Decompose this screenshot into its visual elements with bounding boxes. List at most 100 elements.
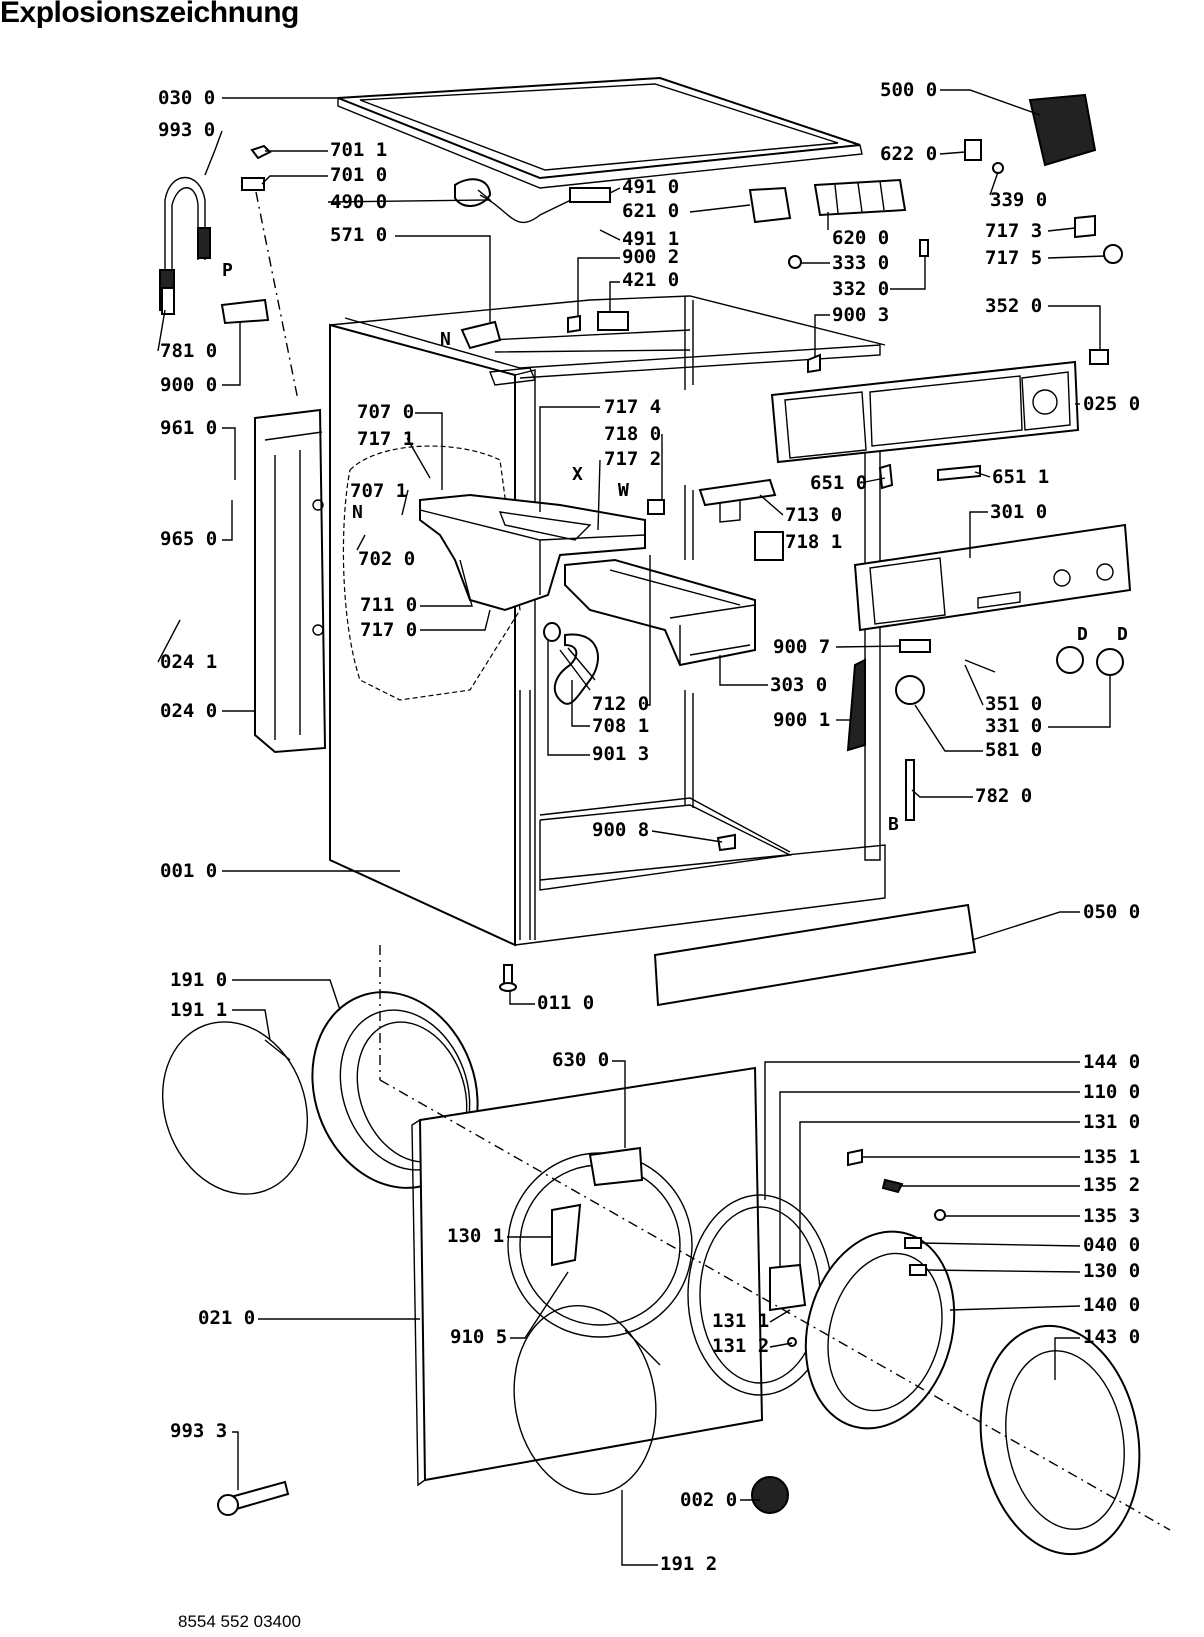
part-label: 331 0 [985, 715, 1042, 737]
leader-line [989, 171, 999, 196]
part-label: 024 0 [160, 700, 217, 722]
part-label: 303 0 [770, 674, 827, 696]
parts-drawing [159, 76, 1171, 1556]
leader-line [940, 89, 1041, 116]
part-label: 135 1 [1083, 1146, 1140, 1168]
part-label: 135 3 [1083, 1205, 1140, 1227]
marker-letter: D [1117, 624, 1128, 645]
part-label: 702 0 [358, 548, 415, 570]
part-label: 581 0 [985, 739, 1042, 761]
marker-letter: D [1077, 624, 1088, 645]
part-label: 711 0 [360, 594, 417, 616]
part-label: 630 0 [552, 1049, 609, 1071]
part-label: 717 1 [357, 428, 414, 450]
leader-line [597, 459, 601, 531]
marker-letter: W [618, 480, 629, 501]
part-label: 965 0 [160, 528, 217, 550]
part-label: 781 0 [160, 340, 217, 362]
leader-line [969, 511, 988, 558]
leader-line [539, 406, 600, 512]
part-label: 717 4 [604, 396, 661, 418]
leader-line [939, 151, 966, 155]
leader-line [232, 1431, 239, 1490]
part-label: 421 0 [622, 269, 679, 291]
mains-cable [164, 176, 206, 280]
part-label: 024 1 [160, 651, 217, 673]
part-label: 782 0 [975, 785, 1032, 807]
part-label: 571 0 [330, 224, 387, 246]
part-label: 130 0 [1083, 1260, 1140, 1282]
part-label: 332 0 [832, 278, 889, 300]
part-label: 050 0 [1083, 901, 1140, 923]
marker-letter: X [572, 464, 583, 485]
control-panel-frame [770, 360, 1080, 464]
part-label: 993 0 [158, 119, 215, 141]
leader-line [971, 911, 1080, 941]
leader-line [925, 1269, 1081, 1273]
leader-line [1048, 675, 1111, 728]
leader-line [327, 189, 492, 203]
part-label: 131 2 [712, 1335, 769, 1357]
leader-line [395, 235, 491, 322]
leader-line [420, 609, 491, 631]
part-label: 021 0 [198, 1307, 255, 1329]
part-label: 040 0 [1083, 1234, 1140, 1256]
leader-line [204, 130, 223, 176]
part-label: 030 0 [158, 87, 215, 109]
part-label: 131 1 [712, 1310, 769, 1332]
leader-line [1048, 305, 1101, 350]
part-label: 622 0 [880, 143, 937, 165]
leader-line [157, 309, 166, 352]
part-label: 131 0 [1083, 1111, 1140, 1133]
door-outer-ring [979, 1324, 1141, 1556]
part-label: 707 0 [357, 401, 414, 423]
marker-letter: B [888, 814, 899, 835]
part-label: 993 3 [170, 1420, 227, 1442]
part-label: 351 0 [985, 693, 1042, 715]
part-label: 339 0 [990, 189, 1047, 211]
leader-line [651, 830, 723, 843]
leader-line [571, 680, 590, 727]
part-label: 707 1 [350, 480, 407, 502]
door-window [804, 1230, 956, 1430]
leader-line [764, 1061, 1080, 1200]
part-label: 191 2 [660, 1553, 717, 1575]
leader-line [920, 1242, 1081, 1247]
part-label: 900 8 [592, 819, 649, 841]
part-label: 001 0 [160, 860, 217, 882]
leader-line [1047, 255, 1106, 259]
part-label: 651 0 [810, 472, 867, 494]
part-label: 901 3 [592, 743, 649, 765]
marker-letter: P [222, 260, 233, 281]
door-seal [513, 1304, 657, 1496]
part-label: 143 0 [1083, 1326, 1140, 1348]
control-fascia [853, 523, 1132, 632]
leader-line [719, 655, 768, 686]
leader-line [356, 534, 366, 551]
part-label: 110 0 [1083, 1081, 1140, 1103]
leader-line [689, 204, 751, 213]
part-label: 002 0 [680, 1489, 737, 1511]
marker-letter: N [352, 502, 363, 523]
part-label: 900 3 [832, 304, 889, 326]
leader-line [510, 1271, 569, 1339]
leader-line [401, 489, 409, 516]
leader-line [599, 229, 621, 241]
leader-line [547, 640, 590, 756]
leader-line [859, 477, 886, 484]
leader-line [222, 322, 241, 386]
part-label: 718 0 [604, 423, 661, 445]
part-label: 701 1 [330, 139, 387, 161]
part-label: 333 0 [832, 252, 889, 274]
part-label: 144 0 [1083, 1051, 1140, 1073]
part-label: 717 5 [985, 247, 1042, 269]
leader-line [232, 1009, 271, 1041]
leader-line [1054, 1337, 1080, 1380]
part-label: 900 7 [773, 636, 830, 658]
part-label: 701 0 [330, 164, 387, 186]
part-label: 135 2 [1083, 1174, 1140, 1196]
part-label: 717 2 [604, 448, 661, 470]
